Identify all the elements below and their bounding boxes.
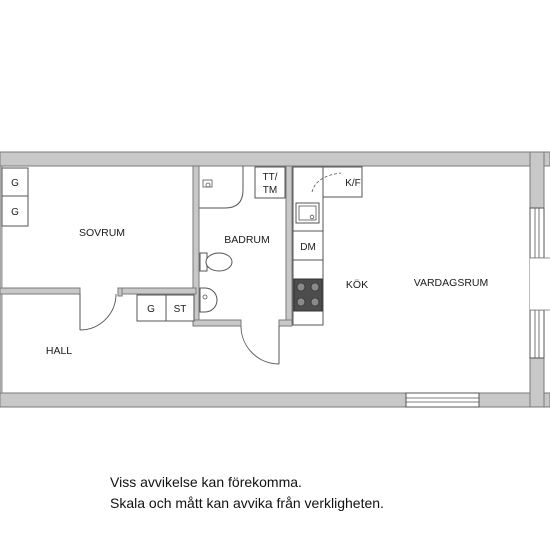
wall-bedroom-bottom-right [117,287,197,295]
room-label-sovrum: SOVRUM [79,227,125,239]
closet-st-label: ST [174,304,187,315]
wardrobe-g2-label: G [11,207,19,218]
washer-dryer [254,166,286,199]
disclaimer-line-1: Viss avvikelse kan förekomma. [110,474,302,490]
fridge-freezer-label: K/F [345,178,361,189]
fridge-door-swing [311,172,342,193]
wall-bath-bottom-right [278,319,293,327]
room-label-badrum: BADRUM [224,234,270,246]
room-label-vardagsrum: VARDAGSRUM [414,277,488,289]
wall-closet-left [117,287,123,297]
wall-bath-kitchen [285,165,293,327]
outer-wall-left-lower [0,293,3,394]
window-right-upper [529,207,545,259]
wall-bedroom-bottom-left [0,287,81,295]
room-label-kok: KÖK [346,279,368,291]
bathroom-sink [199,287,218,313]
wardrobe-g2 [1,195,29,227]
toilet [199,252,233,272]
disclaimer-line-2: Skala och mått kan avvika från verklighe… [110,495,384,511]
dishwasher-label: DM [300,242,316,253]
closet-st [165,294,195,322]
outer-wall-left-upper [0,165,3,289]
window-right-lower [529,309,545,359]
washer-dryer-label-2: TM [263,185,277,196]
room-label-hall: HALL [46,345,72,357]
window-bottom [405,392,480,408]
wall-bath-bottom-left [192,319,242,327]
door-bathroom [240,325,280,365]
fridge-freezer [322,166,363,198]
door-bedroom [79,293,117,331]
disclaimer: Viss avvikelse kan förekomma. Skala och … [110,472,540,514]
wardrobe-g1 [1,167,29,197]
outer-wall-top [0,151,550,167]
closet-g3-label: G [147,304,155,315]
balcony-door-opening [530,258,550,310]
stove [293,278,323,312]
washer-dryer-label-1: TT/ [263,172,278,183]
kitchen-sink [295,202,320,224]
wardrobe-g1-label: G [11,178,19,189]
shower [199,166,244,209]
